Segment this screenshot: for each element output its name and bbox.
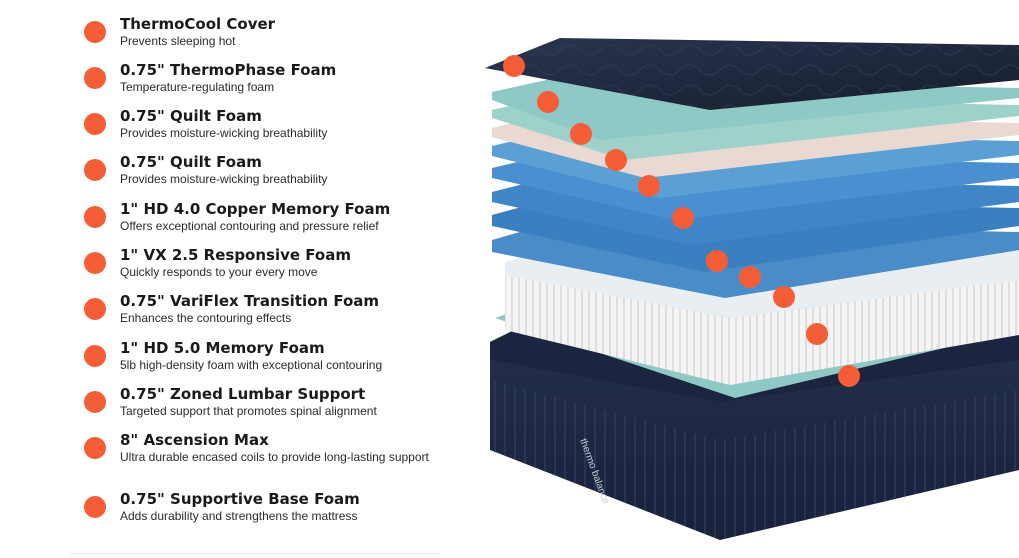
layer-title: 0.75" ThermoPhase Foam <box>120 61 337 79</box>
bullet-dot-icon <box>84 252 106 274</box>
layer-description: Ultra durable encased coils to provide l… <box>120 450 429 464</box>
layer-description: Prevents sleeping hot <box>120 34 236 48</box>
layer-title: 8" Ascension Max <box>120 431 269 449</box>
layer-description: Temperature-regulating foam <box>120 80 275 94</box>
hotspot-quilt-1[interactable] <box>570 123 592 145</box>
layer-title: ThermoCool Cover <box>120 15 276 33</box>
hotspot-quilt-2[interactable] <box>605 149 627 171</box>
hotspot-markers <box>503 55 860 387</box>
bullet-dot-icon <box>84 206 106 228</box>
layer-title: 0.75" Quilt Foam <box>120 107 262 125</box>
hotspot-copper[interactable] <box>638 175 660 197</box>
bullet-dot-icon <box>84 391 106 413</box>
layer-title: 1" VX 2.5 Responsive Foam <box>120 246 351 264</box>
bullet-dot-icon <box>84 113 106 135</box>
divider <box>70 553 440 554</box>
hotspot-thermophase[interactable] <box>537 91 559 113</box>
bullet-dot-icon <box>84 437 106 459</box>
hotspot-cover[interactable] <box>503 55 525 77</box>
layer-description: 5lb high-density foam with exceptional c… <box>120 358 383 372</box>
hotspot-hd-memory[interactable] <box>739 266 761 288</box>
layer-description: Enhances the contouring effects <box>120 311 292 325</box>
layer-title: 1" HD 5.0 Memory Foam <box>120 339 325 357</box>
layer-description: Provides moisture-wicking breathability <box>120 172 328 186</box>
layer-title: 1" HD 4.0 Copper Memory Foam <box>120 200 391 218</box>
hotspot-vx[interactable] <box>672 207 694 229</box>
layer-description: Offers exceptional contouring and pressu… <box>120 219 379 233</box>
bullet-dot-icon <box>84 67 106 89</box>
bullet-dot-icon <box>84 21 106 43</box>
layer-description: Targeted support that promotes spinal al… <box>120 404 377 418</box>
bullet-dot-icon <box>84 159 106 181</box>
layer-cover <box>485 38 1019 110</box>
layer-description: Provides moisture-wicking breathability <box>120 126 328 140</box>
hotspot-base-foam[interactable] <box>838 365 860 387</box>
layer-title: 0.75" VariFlex Transition Foam <box>120 292 380 310</box>
hotspot-variflex[interactable] <box>706 250 728 272</box>
hotspot-lumbar[interactable] <box>773 286 795 308</box>
hotspot-coils[interactable] <box>806 323 828 345</box>
bullet-dot-icon <box>84 496 106 518</box>
bullet-dot-icon <box>84 345 106 367</box>
layer-list: ThermoCool Cover Prevents sleeping hot 0… <box>0 0 460 558</box>
layer-title: 0.75" Quilt Foam <box>120 153 262 171</box>
bullet-dot-icon <box>84 298 106 320</box>
layer-title: 0.75" Zoned Lumbar Support <box>120 385 366 403</box>
layer-description: Adds durability and strengthens the matt… <box>120 509 358 523</box>
mattress-exploded-illustration: thermo balance <box>485 38 1019 540</box>
layer-description: Quickly responds to your every move <box>120 265 318 279</box>
layer-title: 0.75" Supportive Base Foam <box>120 490 360 508</box>
